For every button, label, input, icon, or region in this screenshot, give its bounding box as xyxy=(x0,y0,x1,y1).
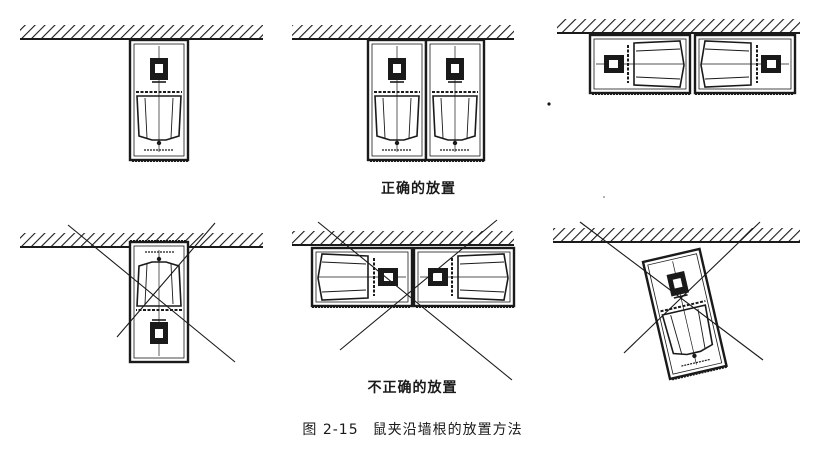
cross-mark xyxy=(317,221,513,381)
incorrect-placement-2 xyxy=(292,219,516,381)
trap-perpendicular-left xyxy=(366,38,428,163)
wall xyxy=(557,19,800,33)
wall xyxy=(292,231,514,245)
incorrect-placement-1 xyxy=(20,222,263,364)
figure-title: 鼠夹沿墙根的放置方法 xyxy=(372,422,523,438)
wall xyxy=(20,25,263,39)
trap-reversed xyxy=(128,239,190,364)
trap-perpendicular-right xyxy=(424,38,486,163)
correct-placement-1 xyxy=(20,25,263,163)
figure-number: 图 2-15 xyxy=(302,422,359,438)
correct-placement-3 xyxy=(557,19,800,96)
trap-parallel-left xyxy=(588,33,692,96)
wall xyxy=(292,25,514,39)
cross-mark xyxy=(623,221,761,354)
trap-parallel-right xyxy=(693,33,797,96)
correct-placement-label: 正确的放置 xyxy=(381,181,456,197)
trap-parallel-reversed-left xyxy=(310,246,414,309)
correct-placement-2 xyxy=(292,25,514,163)
trap-perpendicular xyxy=(128,38,190,163)
incorrect-placement-3 xyxy=(553,221,800,382)
wall xyxy=(553,228,800,242)
wall xyxy=(20,233,263,247)
cross-mark xyxy=(116,222,216,338)
trap-parallel-reversed-right xyxy=(412,246,516,309)
cross-mark xyxy=(339,219,498,351)
cross-mark xyxy=(579,221,764,361)
cross-mark xyxy=(67,224,236,363)
incorrect-placement-label: 不正确的放置 xyxy=(367,380,458,396)
trap-angled xyxy=(641,247,728,382)
figure-caption: 图 2-15 鼠夹沿墙根的放置方法 xyxy=(0,419,825,439)
